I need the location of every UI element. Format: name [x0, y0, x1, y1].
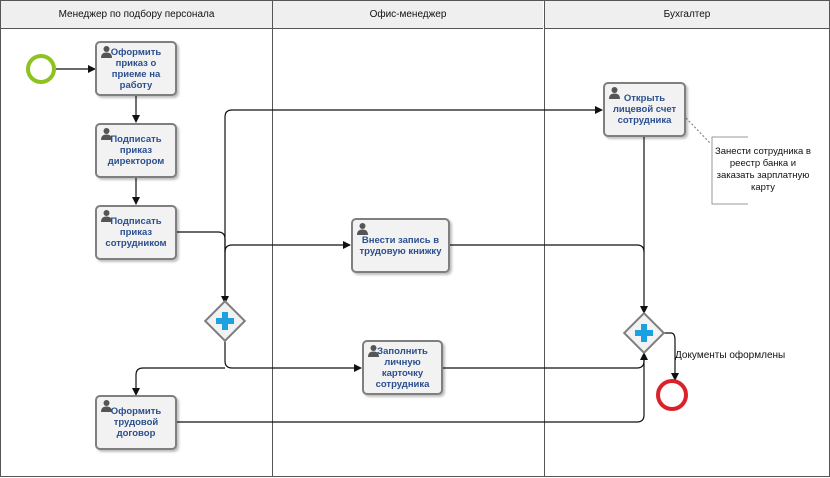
task-sign-director[interactable]: Подписать приказ директором — [95, 123, 177, 178]
lane-border-1 — [272, 1, 273, 477]
flow-employee-to-gateway — [177, 231, 229, 304]
pool-top-border — [0, 0, 830, 1]
task-personal-card[interactable]: Заполнить личную карточку сотрудника — [362, 340, 443, 395]
task-label: Оформить приказ о приеме на работу — [110, 46, 162, 91]
end-flow-label: Документы оформлены — [675, 350, 786, 361]
flow-contract-to-join — [177, 353, 645, 423]
pool-bottom-border — [0, 476, 830, 477]
end-event — [656, 379, 688, 411]
flow-join-to-end — [664, 332, 679, 381]
user-icon — [101, 400, 112, 412]
task-order-hire[interactable]: Оформить приказ о приеме на работу — [95, 41, 177, 96]
flow-workbook-to-join — [450, 244, 645, 253]
lane-border-2 — [544, 1, 545, 477]
annotation-text: Занести сотрудника в реестр банка и зака… — [715, 146, 811, 193]
flow-card-to-join — [443, 352, 648, 369]
lane-header-accountant: Бухгалтер — [545, 1, 829, 29]
annotation-bracket — [711, 136, 748, 205]
user-icon — [101, 210, 112, 222]
start-event — [26, 54, 56, 84]
task-sign-employee[interactable]: Подписать приказ сотрудником — [95, 205, 177, 260]
task-employment-contract[interactable]: Оформить трудовой договор — [95, 395, 177, 450]
parallel-gateway-join — [622, 311, 666, 355]
lane-border-left — [0, 1, 1, 477]
user-icon — [368, 345, 379, 357]
lane-header-office-manager: Офис-менеджер — [273, 1, 543, 29]
task-label: Открыть лицевой счет сотрудника — [612, 93, 677, 126]
task-label: Оформить трудовой договор — [110, 406, 162, 439]
task-label: Подписать приказ директором — [107, 134, 165, 167]
task-label: Подписать приказ сотрудником — [105, 216, 167, 249]
parallel-gateway-split — [203, 299, 247, 343]
flow-gateway-to-workbook — [224, 241, 351, 253]
user-icon — [357, 223, 368, 235]
task-label: Внести запись в трудовую книжку — [359, 234, 442, 257]
flow-gateway-to-account — [224, 106, 603, 303]
user-icon — [101, 128, 112, 140]
task-open-account[interactable]: Открыть лицевой счет сотрудника — [603, 82, 686, 137]
task-label: Заполнить личную карточку сотрудника — [375, 345, 430, 390]
user-icon — [609, 87, 620, 99]
flow-gateway-to-contract — [132, 367, 225, 396]
annotation-association — [685, 117, 711, 144]
user-icon — [101, 46, 112, 58]
lane-header-recruiter: Менеджер по подбору персонала — [1, 1, 272, 29]
task-workbook-entry[interactable]: Внести запись в трудовую книжку — [351, 218, 450, 273]
flow-gateway-to-card — [224, 340, 362, 372]
